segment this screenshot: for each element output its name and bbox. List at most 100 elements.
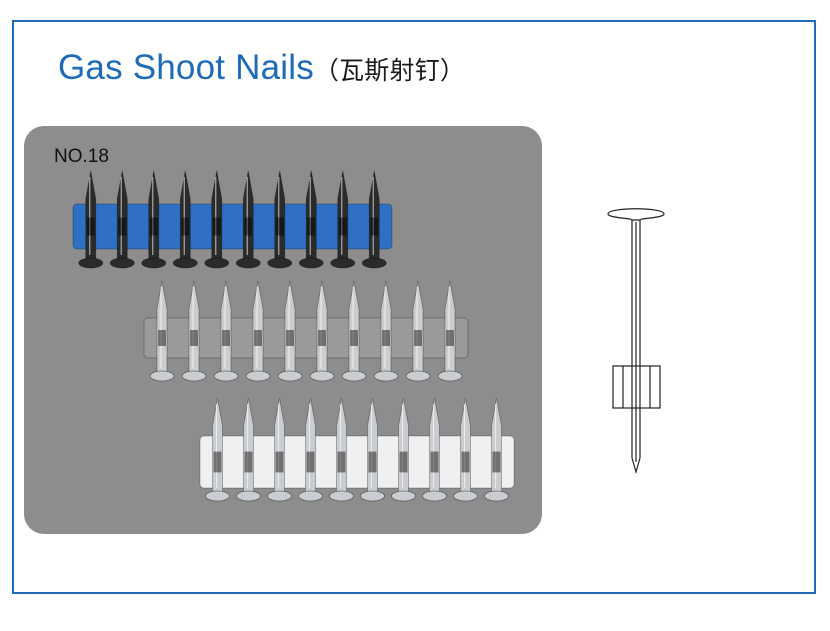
band-window [118, 217, 127, 236]
nail-head [245, 370, 271, 382]
model-label: NO.18 [54, 146, 109, 167]
nail-shank [274, 170, 286, 260]
nail [298, 397, 323, 502]
title-cn: （瓦斯射钉） [313, 56, 466, 85]
nail [329, 397, 354, 502]
nail-shank [367, 397, 378, 493]
nail-head [607, 208, 665, 221]
nail-head [235, 257, 261, 269]
nail-shank [242, 170, 254, 260]
nail-shank [274, 397, 285, 493]
nail-head [484, 490, 509, 502]
band-window [213, 451, 222, 473]
nail [267, 170, 293, 269]
nail-shank [148, 170, 160, 260]
nail-head [109, 257, 135, 269]
nail-head [267, 490, 292, 502]
nail-shank [179, 170, 191, 260]
band-window [368, 451, 377, 473]
nail [309, 280, 335, 382]
nail-head [172, 257, 198, 269]
nail [422, 397, 447, 502]
nail-shank [284, 280, 296, 373]
nail-shank [212, 397, 223, 493]
nail-head [213, 370, 239, 382]
nail [205, 397, 230, 502]
nail-head [78, 257, 104, 269]
nail [361, 170, 387, 269]
nail [181, 280, 207, 382]
nail-shank [491, 397, 502, 493]
nail-shank [211, 170, 223, 260]
nail-head [373, 370, 399, 382]
band-window [307, 217, 316, 236]
nail [360, 397, 385, 502]
band-window [370, 217, 379, 236]
nail [204, 170, 230, 269]
band-window [318, 330, 326, 346]
band-window [382, 330, 390, 346]
band-window [86, 217, 95, 236]
nail-shank [116, 170, 128, 260]
nail-shank [220, 280, 232, 373]
nail-head [391, 490, 416, 502]
blue-strip [72, 170, 393, 269]
nail-shank [243, 397, 254, 493]
nail-shank [305, 170, 317, 260]
nail-head [181, 370, 207, 382]
nail-head [330, 257, 356, 269]
nail [453, 397, 478, 502]
band-window [158, 330, 166, 346]
washer-body [612, 365, 661, 409]
band-window [181, 217, 190, 236]
nail [341, 280, 367, 382]
band-window [254, 330, 262, 346]
nail [484, 397, 509, 502]
nail-head [298, 490, 323, 502]
band-window [275, 217, 284, 236]
nail-shank [380, 280, 392, 373]
band-window [350, 330, 358, 346]
nail-head [205, 490, 230, 502]
nail-shank [412, 280, 424, 373]
band-window [306, 451, 315, 473]
band-window [492, 451, 501, 473]
band-window [461, 451, 470, 473]
band-window [286, 330, 294, 346]
band-window [275, 451, 284, 473]
band-window [446, 330, 454, 346]
nail [235, 170, 261, 269]
nail-head [267, 257, 293, 269]
nail-point [631, 457, 641, 475]
nail-head [236, 490, 261, 502]
band-window [244, 217, 253, 236]
product-photo: NO.18 [24, 126, 542, 534]
nail [213, 280, 239, 382]
nail-shank [305, 397, 316, 493]
nail [245, 280, 271, 382]
nail [236, 397, 261, 502]
band-window [190, 330, 198, 346]
band-window [244, 451, 253, 473]
nail-shank [460, 397, 471, 493]
band-window [337, 451, 346, 473]
nail-head [453, 490, 478, 502]
nail-shank [85, 170, 97, 260]
nail-shank [316, 280, 328, 373]
nail [437, 280, 463, 382]
title-en: Gas Shoot Nails [58, 48, 314, 87]
nail-head [361, 257, 387, 269]
nail [277, 280, 303, 382]
nail-strips-illustration [72, 170, 515, 502]
nail-shank [252, 280, 264, 373]
nail-head [204, 257, 230, 269]
nail-head [341, 370, 367, 382]
nail-shank [156, 280, 168, 373]
band-window [212, 217, 221, 236]
nail-head [329, 490, 354, 502]
nail-head [298, 257, 324, 269]
nail-head [405, 370, 431, 382]
nail-line-drawing [607, 208, 665, 475]
nail [330, 170, 356, 269]
nail-shank [336, 397, 347, 493]
